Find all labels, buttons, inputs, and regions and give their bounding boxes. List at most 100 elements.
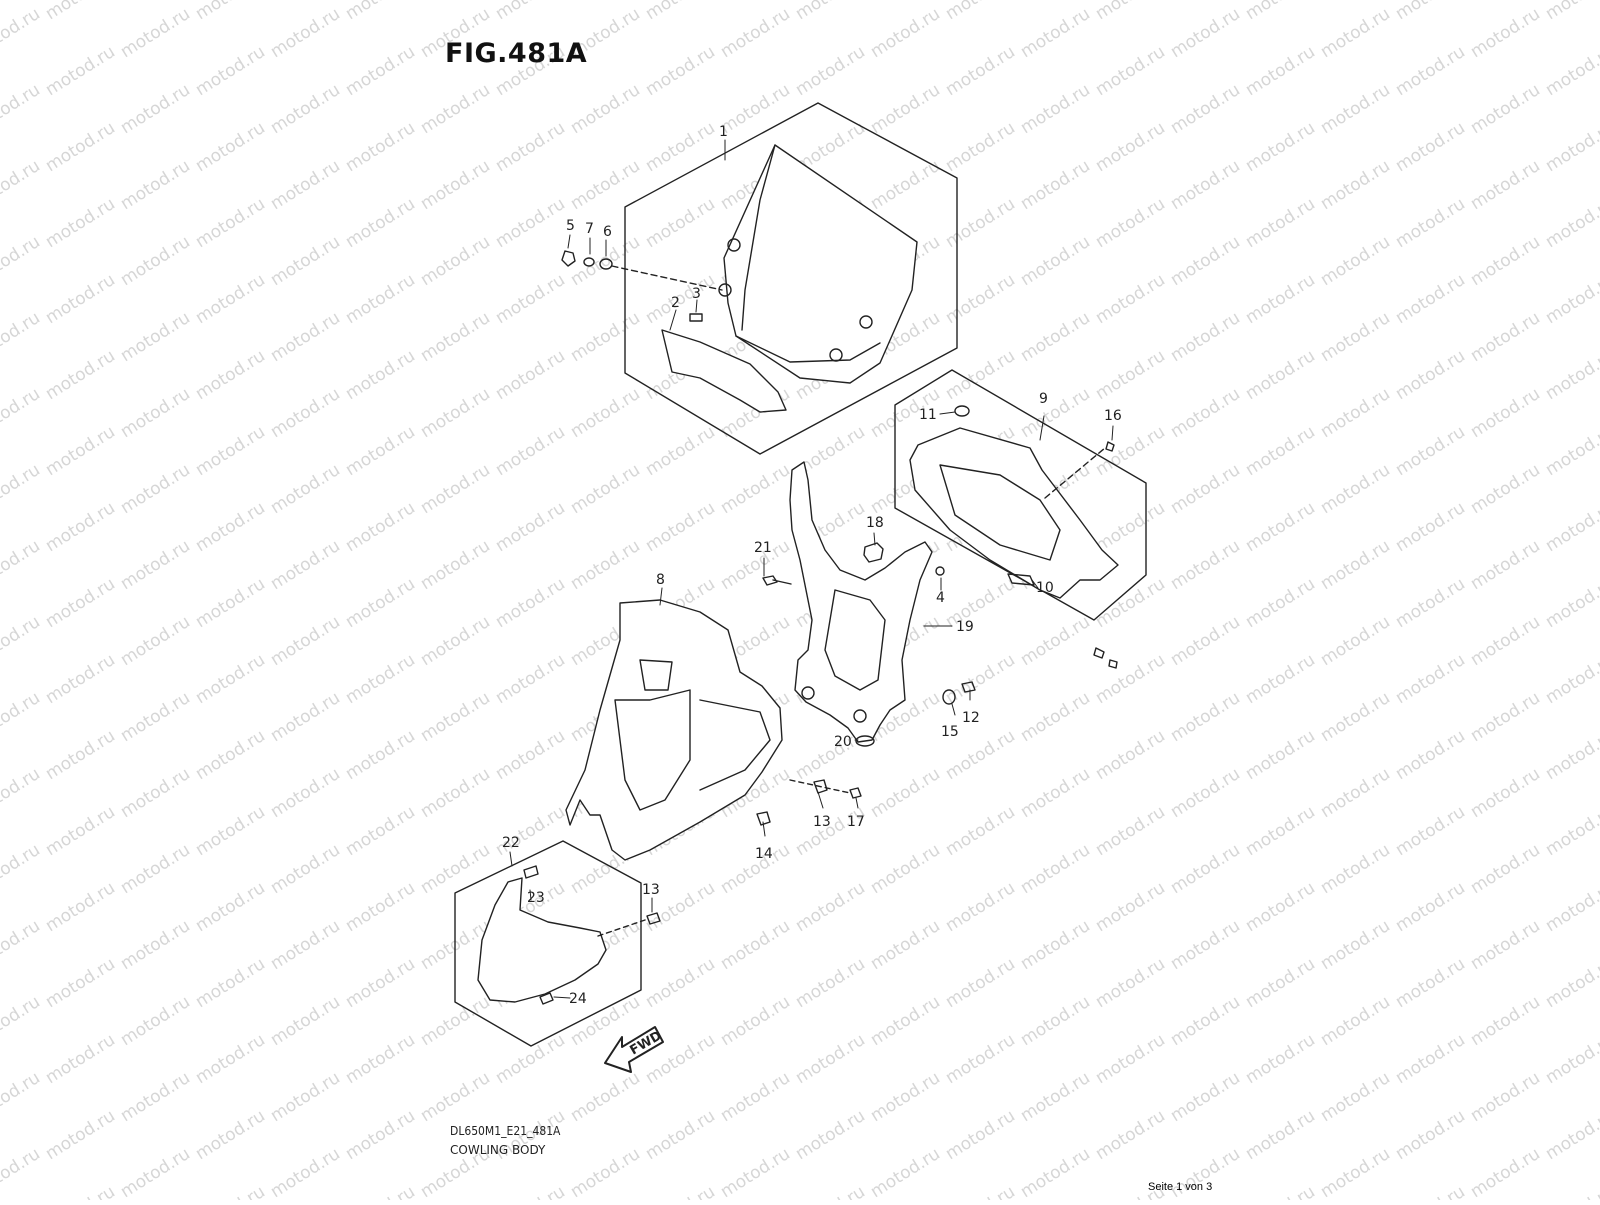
watermark-text: motod.ru (417, 232, 494, 290)
watermark-text: motod.ru (1092, 42, 1169, 100)
watermark-text: motod.ru (1092, 422, 1169, 480)
watermark-text: motod.ru (342, 498, 419, 556)
watermark-text: motod.ru (1092, 0, 1169, 24)
bracket-inner (824, 589, 886, 691)
watermark-text: motod.ru (0, 764, 44, 822)
watermark-text: motod.ru (1017, 4, 1094, 62)
watermark-text: motod.ru (717, 1068, 794, 1126)
watermark-text: motod.ru (342, 650, 419, 708)
watermark-text: motod.ru (117, 4, 194, 62)
screw-5 (561, 250, 576, 267)
watermark-text: motod.ru (1542, 1106, 1600, 1164)
watermark-text: motod.ru (1167, 384, 1244, 442)
watermark-text: motod.ru (1017, 156, 1094, 214)
watermark-text: motod.ru (942, 118, 1019, 176)
callout-1: 1 (719, 124, 728, 140)
callout-19: 19 (956, 619, 974, 635)
watermark-text: motod.ru (867, 80, 944, 138)
watermark-text: motod.ru (1242, 498, 1319, 556)
watermark-text: motod.ru (1092, 498, 1169, 556)
watermark-text: motod.ru (1017, 764, 1094, 822)
watermark-text: motod.ru (867, 992, 944, 1050)
bolt-21 (762, 575, 792, 586)
watermark-text: motod.ru (0, 384, 44, 442)
watermark-text: motod.ru (0, 308, 44, 366)
watermark-text: motod.ru (1242, 270, 1319, 328)
watermark-text: motod.ru (0, 688, 44, 746)
watermark-text: motod.ru (1467, 1144, 1544, 1200)
watermark-text: motod.ru (417, 536, 494, 594)
watermark-text: motod.ru (642, 42, 719, 100)
upper-cowling-part-8 (565, 599, 783, 861)
watermark-text: motod.ru (267, 4, 344, 62)
watermark-text: motod.ru (417, 384, 494, 442)
watermark-text: motod.ru (1092, 118, 1169, 176)
watermark-text: motod.ru (1242, 0, 1319, 24)
watermark-text: motod.ru (1242, 346, 1319, 404)
screw-17 (849, 787, 862, 799)
watermark-text: motod.ru (792, 878, 869, 936)
watermark-text: motod.ru (1317, 1068, 1394, 1126)
windscreen-bolt-hole (829, 348, 843, 362)
watermark-text: motod.ru (792, 1182, 869, 1200)
watermark-text: motod.ru (0, 992, 44, 1050)
watermark-text: motod.ru (1167, 4, 1244, 62)
watermark-text: motod.ru (1392, 346, 1469, 404)
watermark-text: motod.ru (642, 1106, 719, 1164)
watermark-text: motod.ru (117, 992, 194, 1050)
watermark-text: motod.ru (1317, 156, 1394, 214)
diagram-code: DL650M1_E21_481A (450, 1124, 561, 1138)
watermark-text: motod.ru (1467, 612, 1544, 670)
watermark-text: motod.ru (192, 954, 269, 1012)
watermark-text: motod.ru (1542, 346, 1600, 404)
watermark-text: motod.ru (192, 650, 269, 708)
clip-nut-13 (813, 779, 828, 794)
watermark-text: motod.ru (1017, 612, 1094, 670)
callout-3: 3 (692, 286, 701, 302)
watermark-text: motod.ru (792, 42, 869, 100)
watermark-text: motod.ru (717, 80, 794, 138)
watermark-text: motod.ru (492, 194, 569, 252)
watermark-text: motod.ru (1542, 0, 1600, 24)
grommet-11 (954, 405, 970, 417)
watermark-text: motod.ru (342, 954, 419, 1012)
watermark-text: motod.ru (1092, 346, 1169, 404)
callout-8: 8 (656, 572, 665, 588)
watermark-text: motod.ru (0, 156, 44, 214)
callout-24: 24 (569, 991, 587, 1007)
watermark-text: motod.ru (267, 232, 344, 290)
watermark-text: motod.ru (117, 384, 194, 442)
label-sticker-3 (689, 313, 703, 322)
watermark-text: motod.ru (342, 1106, 419, 1164)
watermark-text: motod.ru (1542, 498, 1600, 556)
callout-4: 4 (936, 590, 945, 606)
watermark-text: motod.ru (342, 1182, 419, 1200)
watermark-text: motod.ru (867, 840, 944, 898)
watermark-text: motod.ru (492, 498, 569, 556)
watermark-text: motod.ru (942, 1030, 1019, 1088)
watermark-text: motod.ru (42, 194, 119, 252)
watermark-text: motod.ru (1317, 1144, 1394, 1200)
watermark-text: motod.ru (192, 270, 269, 328)
watermark-text: motod.ru (267, 308, 344, 366)
cowling-side-line (699, 699, 771, 791)
watermark-text: motod.ru (567, 232, 644, 290)
grommet-18 (863, 542, 884, 563)
watermark-text: motod.ru (1392, 574, 1469, 632)
watermark-text: motod.ru (867, 4, 944, 62)
callout-17: 17 (847, 814, 865, 830)
watermark-text: motod.ru (42, 498, 119, 556)
watermark-text: motod.ru (1167, 156, 1244, 214)
watermark-text: motod.ru (1467, 156, 1544, 214)
watermark-text: motod.ru (1467, 308, 1544, 366)
watermark-text: motod.ru (492, 0, 569, 24)
watermark-text: motod.ru (1467, 384, 1544, 442)
watermark-text: motod.ru (42, 346, 119, 404)
watermark-text: motod.ru (1167, 612, 1244, 670)
watermark-text: motod.ru (1392, 954, 1469, 1012)
leader-dash (597, 919, 646, 937)
watermark-text: motod.ru (1467, 232, 1544, 290)
watermark-text: motod.ru (642, 118, 719, 176)
watermark-text: motod.ru (0, 840, 44, 898)
watermark-text: motod.ru (267, 764, 344, 822)
